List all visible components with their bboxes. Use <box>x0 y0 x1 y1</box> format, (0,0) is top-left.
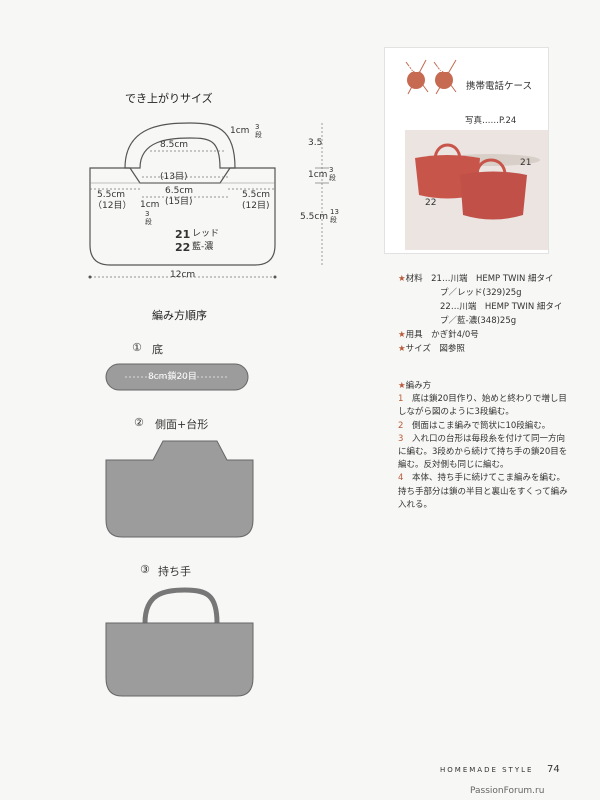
yarn-knitting-icon <box>405 59 457 95</box>
photo-reference: 写真……P.24 <box>465 116 517 126</box>
color-21-num: 21 <box>175 228 191 241</box>
photo-label-21: 21 <box>520 158 532 168</box>
body-outline <box>89 167 276 266</box>
opening-width-label: 6.5cm <box>165 186 194 196</box>
finished-size-title: でき上がりサイズ <box>125 92 213 105</box>
materials-line2: プ／レッド(329)25g <box>440 288 522 298</box>
step1-title: 底 <box>152 343 163 356</box>
total-width-label: 12cm <box>170 270 196 280</box>
step2-side-shape <box>105 440 254 538</box>
color-22-num: 22 <box>175 241 191 254</box>
step-item-3: 3 入れ口の台形は毎段糸を付けて同一方向に編む。3段めから続けて持ち手の鎖20目… <box>398 433 568 471</box>
footer-brand: HOMEMADE STYLE <box>440 766 534 774</box>
opening-stitches-label: (15目) <box>165 197 193 207</box>
side-right-label: 5.5cm <box>242 190 271 200</box>
watermark: PassionForum.ru <box>470 786 545 796</box>
side-right-stitches: (12目) <box>242 201 270 211</box>
handle-thickness-label: 1cm <box>230 126 250 136</box>
materials-line3: 22…川端 HEMP TWIN 細タイ <box>440 302 563 312</box>
handle-rows-b: 段 <box>255 131 262 139</box>
center-rows-b: 段 <box>145 218 152 226</box>
step-item-1: 1 底は鎖20目作り、始めと終わりで増し目しながら図のように3段編む。 <box>398 394 567 418</box>
materials-line1: ★材料 21…川端 HEMP TWIN 細タイ <box>398 274 554 284</box>
step1-label: 8cm鎖20目 <box>148 372 197 382</box>
color-22-name: 藍-濃 <box>192 242 214 252</box>
side-left-stitches: （12目） <box>93 201 132 211</box>
materials-line4: プ／藍-濃(348)25g <box>440 316 517 326</box>
page-number: 74 <box>547 764 560 775</box>
center-cm-label: 1cm <box>140 200 160 210</box>
step2-title: 側面+台形 <box>155 418 209 431</box>
middle-cm-label: 1cm <box>308 170 328 180</box>
handle-rows-a: 3 <box>255 123 260 131</box>
photo-label-22: 22 <box>425 198 437 208</box>
handle-width-label: 8.5cm <box>160 140 189 150</box>
badge-22: 22 <box>437 65 449 74</box>
side-left-label: 5.5cm <box>97 190 126 200</box>
step1-num: ① <box>132 341 142 354</box>
card-title: 携帯電話ケース <box>466 81 533 92</box>
star-icon: ★ <box>398 274 406 284</box>
bag-photo-drawing <box>415 143 540 220</box>
middle-rows-a: 3 <box>329 166 334 174</box>
step3-handle-shape <box>105 587 254 697</box>
step1-bottom-shape <box>105 363 249 391</box>
middle-rows-b: 段 <box>329 174 336 182</box>
badge-21: 21 <box>408 65 420 74</box>
step-item-2: 2 側面はこま編みで筒状に10段編む。 <box>398 420 551 431</box>
body-height-label: 5.5cm <box>300 212 329 222</box>
star-icon: ★ <box>398 330 406 340</box>
star-icon: ★ <box>398 381 406 391</box>
tools-line: ★用具 かぎ針4/0号 <box>398 330 479 340</box>
step-item-4: 4 本体、持ち手に続けてこま編みを編む。持ち手部分は鎖の半目と裏山をすくって編み… <box>398 473 568 510</box>
step2-num: ② <box>134 416 144 429</box>
height-top-label: 3.5 <box>308 138 323 148</box>
order-title: 編み方順序 <box>152 309 207 322</box>
color-21-name: レッド <box>192 229 220 239</box>
star-icon: ★ <box>398 344 406 354</box>
step3-num: ③ <box>140 563 150 576</box>
size-line: ★サイズ 図参照 <box>398 344 465 354</box>
steps-title: ★編み方 <box>398 381 432 391</box>
finished-size-diagram <box>88 122 329 279</box>
body-rows-a: 13 <box>330 208 339 216</box>
stitches-13-label: (13目) <box>160 172 188 182</box>
body-rows-b: 段 <box>330 216 337 224</box>
steps-section: ★編み方 1 底は鎖20目作り、始めと終わりで増し目しながら図のように3段編む。… <box>398 380 573 512</box>
center-rows-a: 3 <box>145 210 150 218</box>
step3-title: 持ち手 <box>158 565 191 578</box>
